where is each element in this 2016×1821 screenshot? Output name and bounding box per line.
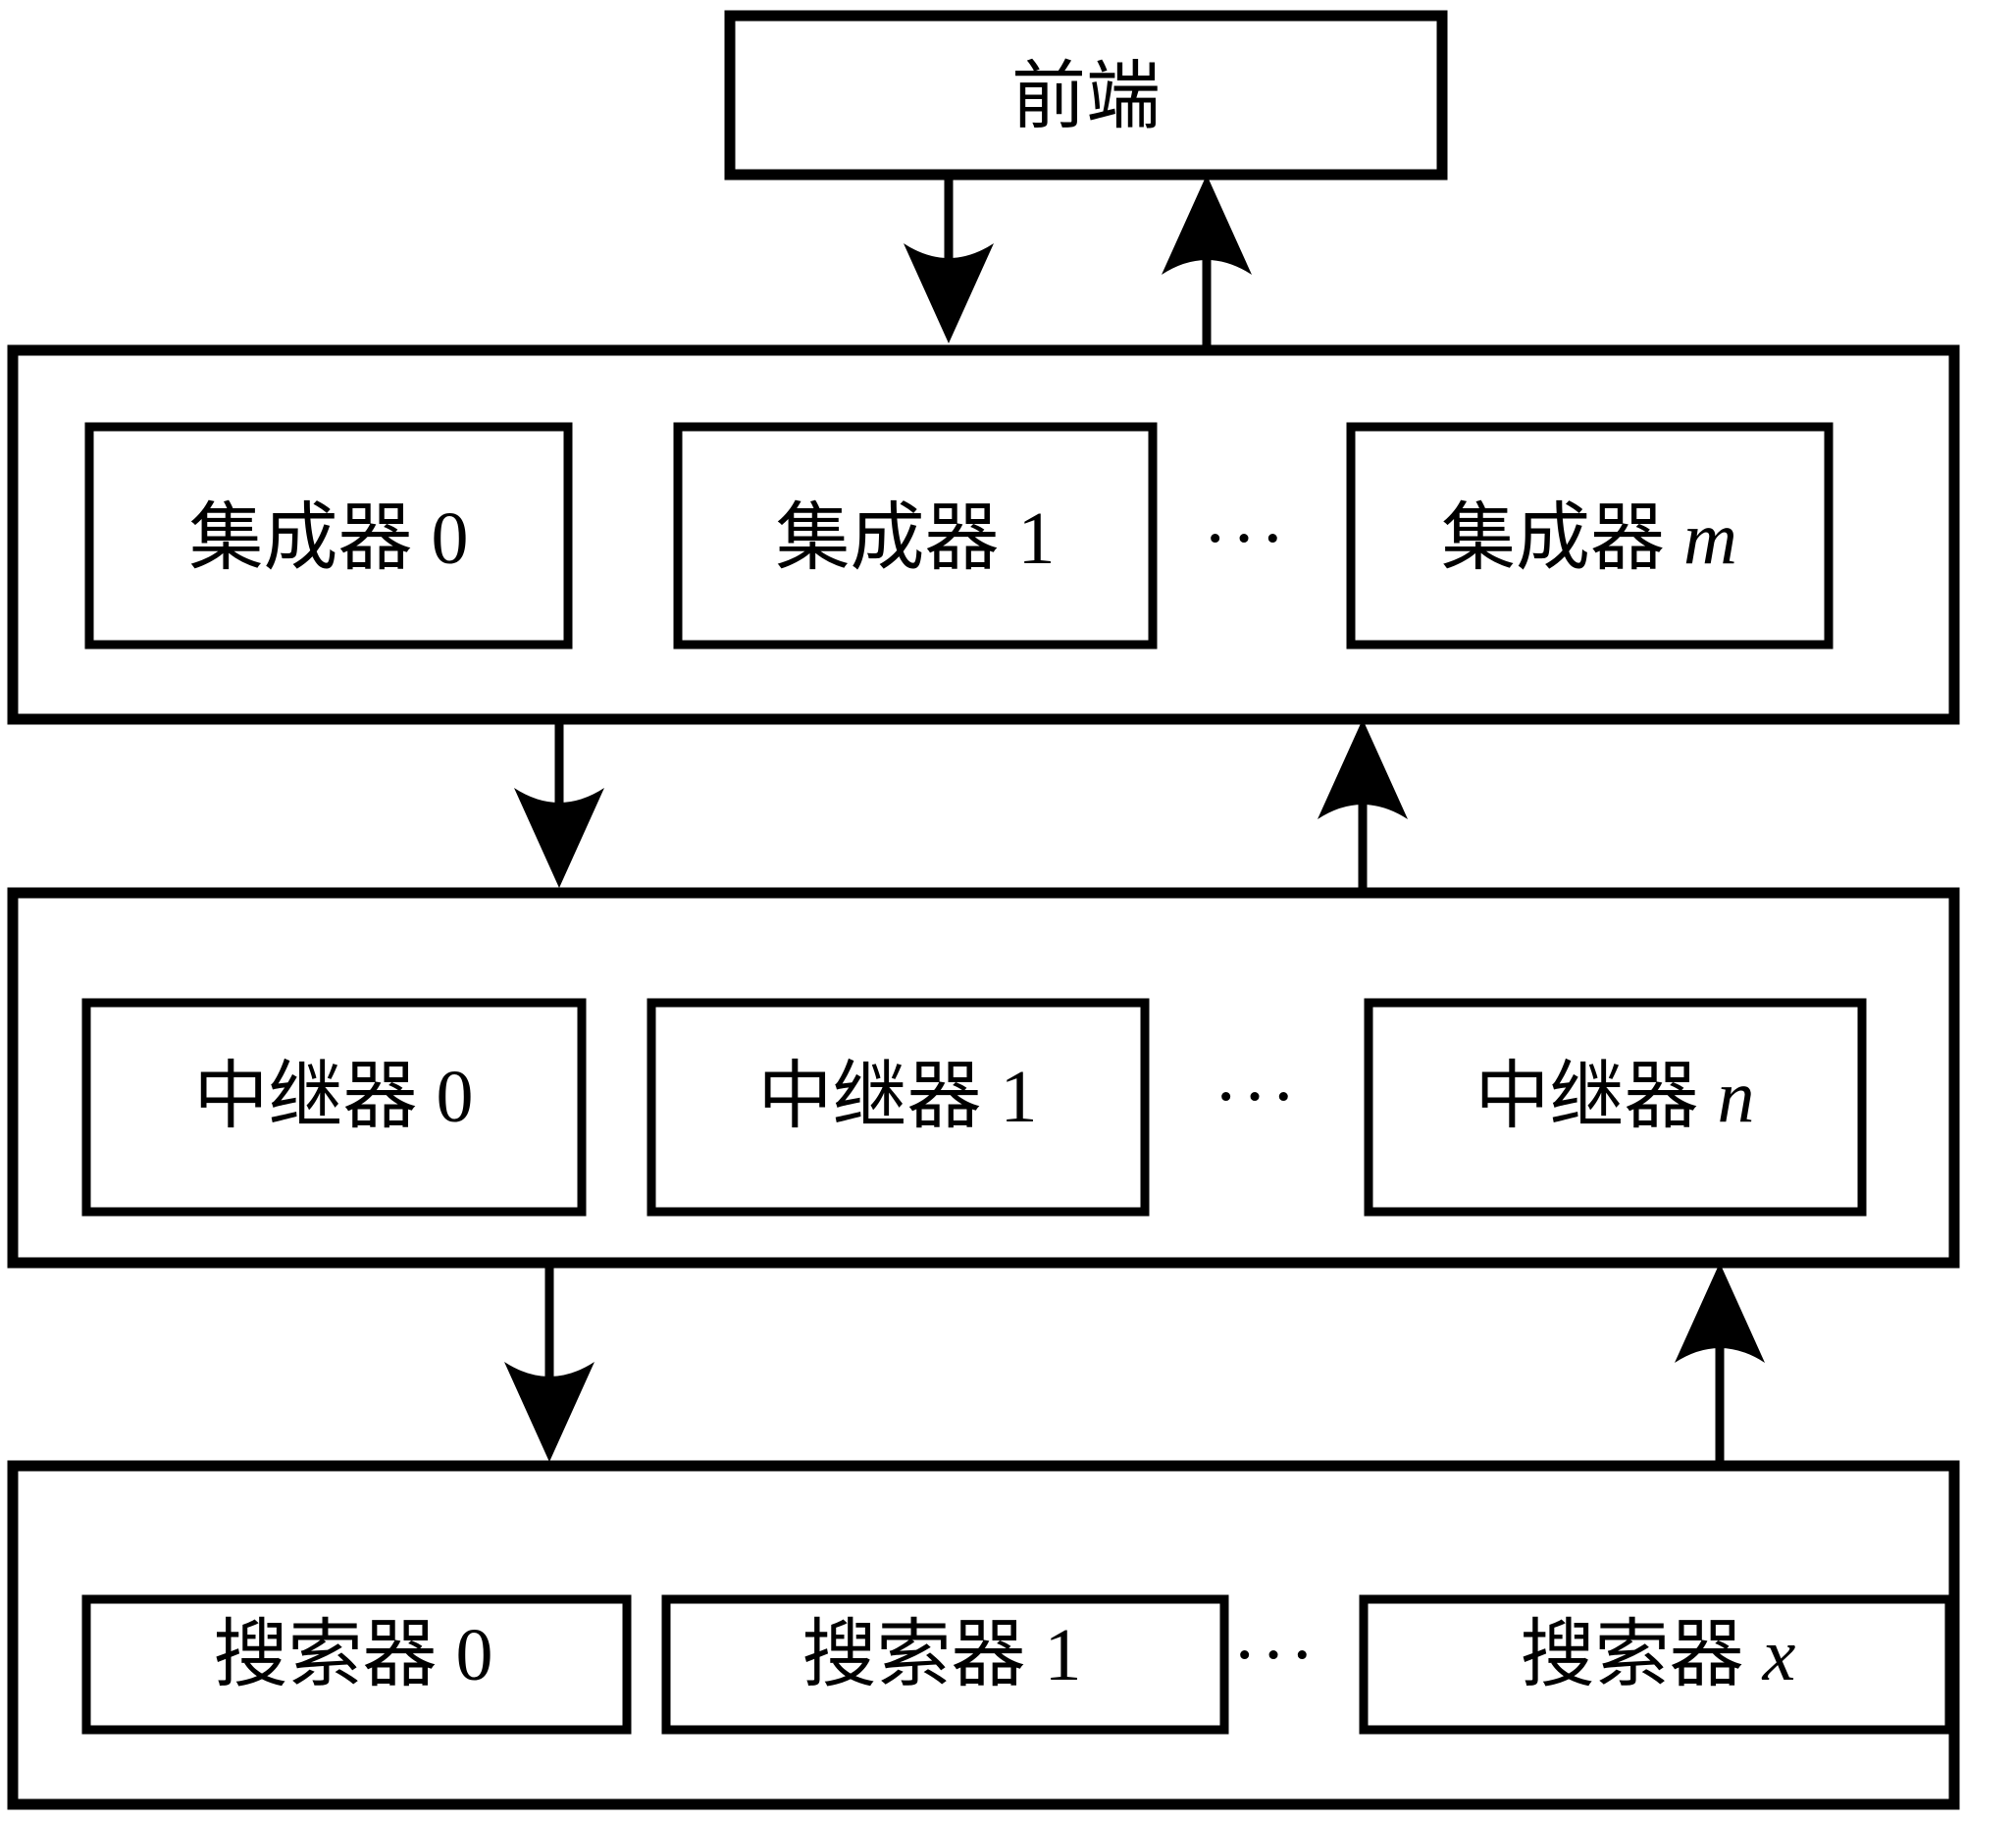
- relay-node-0-box[interactable]: [81, 998, 587, 1217]
- relay-node-1-label: 中继器 1: [758, 1056, 1038, 1138]
- aggregator-ellipsis: ···: [1203, 497, 1289, 580]
- frontend-box[interactable]: [724, 10, 1448, 181]
- aggregator-node-m-box[interactable]: [1346, 422, 1834, 650]
- relay-node-1-box[interactable]: [646, 998, 1150, 1217]
- relay-ellipsis: ···: [1214, 1056, 1300, 1138]
- searcher-node-0-label: 搜索器 0: [214, 1614, 493, 1696]
- searcher-ellipsis: ···: [1232, 1614, 1318, 1696]
- arrow-searcher-to-relay: [1675, 1263, 1765, 1462]
- searcher-node-x-label: 搜索器 x: [1521, 1614, 1796, 1696]
- searcher-node-1-label: 搜索器 1: [802, 1614, 1082, 1696]
- aggregator-node-1-box[interactable]: [673, 422, 1158, 650]
- relay-node-n-box[interactable]: [1364, 998, 1867, 1217]
- searcher-node-x-box[interactable]: [1359, 1594, 1954, 1735]
- aggregator-node-0-box[interactable]: [84, 422, 573, 650]
- arrow-aggregator-to-frontend: [1162, 175, 1252, 345]
- searcher-node-1-box[interactable]: [661, 1594, 1229, 1735]
- frontend-label: 前端: [1011, 56, 1161, 138]
- aggregator-node-m-label: 集成器 m: [1441, 497, 1737, 580]
- arrow-relay-to-searcher: [504, 1265, 594, 1462]
- relay-node-n-label: 中继器 n: [1475, 1056, 1755, 1138]
- aggregator-node-0-label: 集成器 0: [189, 497, 469, 580]
- aggregator-node-1-label: 集成器 1: [776, 497, 1056, 580]
- searcher-node-0-box[interactable]: [81, 1594, 632, 1735]
- arrow-relay-to-aggregator: [1318, 719, 1408, 888]
- arrow-aggregator-to-relay: [514, 721, 604, 888]
- relay-node-0-label: 中继器 0: [194, 1056, 474, 1138]
- arrow-frontend-to-aggregator: [904, 177, 994, 343]
